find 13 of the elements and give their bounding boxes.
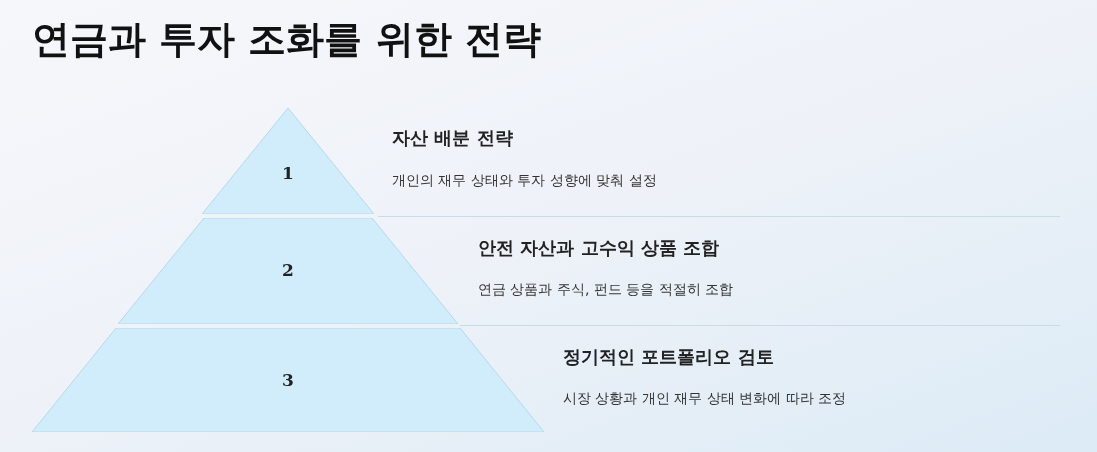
tier-number: 3: [282, 369, 294, 390]
tier-heading: 정기적인 포트폴리오 검토: [563, 345, 774, 369]
tier-number: 1: [282, 163, 294, 184]
tier-heading: 자산 배분 전략: [392, 126, 513, 150]
pyramid-tier: [32, 328, 544, 432]
title: 연금과 투자 조화를 위한 전략: [32, 16, 541, 63]
tier-description: 연금 상품과 주식, 펀드 등을 적절히 조합: [478, 281, 734, 299]
tier-description: 시장 상황과 개인 재무 상태 변화에 따라 조정: [563, 390, 847, 408]
pyramid-tier: [118, 218, 458, 324]
tier-heading: 안전 자산과 고수익 상품 조합: [478, 236, 720, 260]
pyramid-tier: [202, 108, 374, 214]
tier-number: 2: [282, 260, 294, 281]
tier-description: 개인의 재무 상태와 투자 성향에 맞춰 설정: [392, 172, 657, 190]
